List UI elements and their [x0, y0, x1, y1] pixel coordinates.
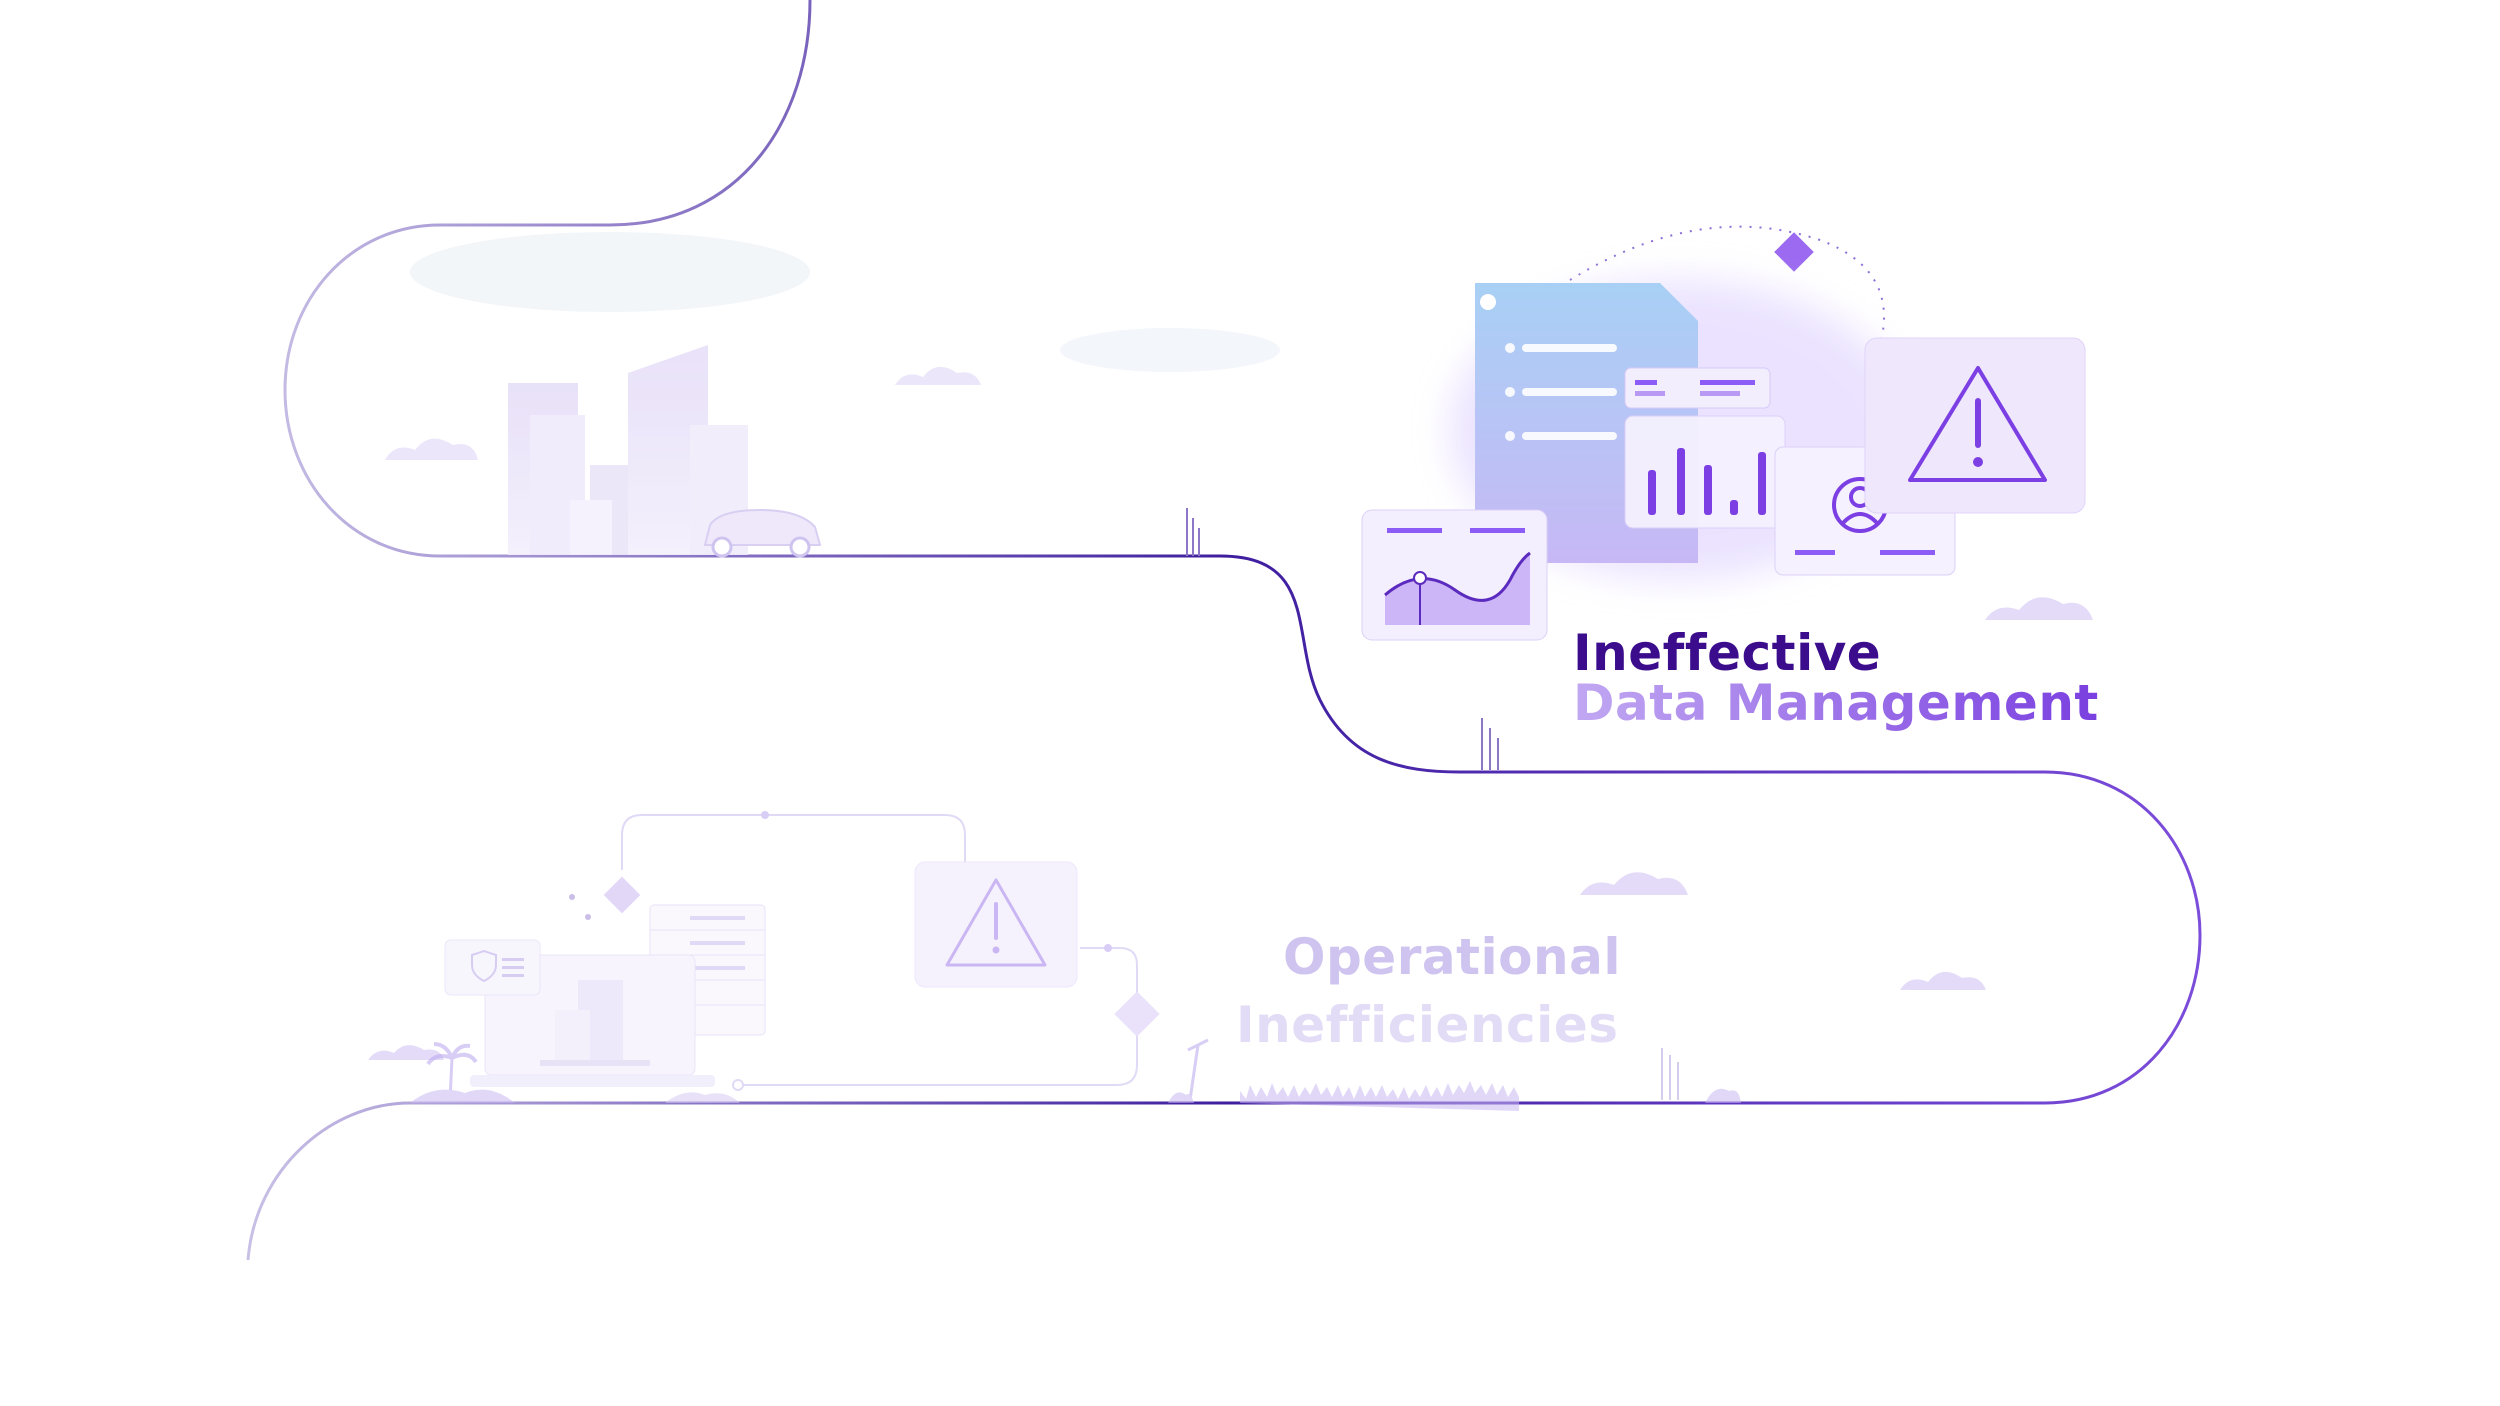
info-card: [1624, 367, 1771, 409]
road-markers: [1186, 508, 1679, 1100]
stage2-title-line1: Operational: [1283, 928, 1621, 986]
cloud-icon: [368, 1045, 444, 1060]
bg-blob: [410, 232, 810, 312]
diamond-node: [1774, 232, 1814, 272]
warning-card: [1864, 337, 2086, 514]
warning-icon: [1908, 366, 2047, 482]
cloud-icon: [1900, 971, 2000, 990]
city-buildings: [508, 345, 748, 555]
stage2-illustration: [410, 811, 1741, 1111]
cloud-icon: [895, 366, 1031, 385]
shield-icon: [444, 939, 541, 996]
stage1-title-line2: Data Management: [1573, 674, 2099, 732]
warning-card: [914, 861, 1078, 988]
stage2-title-line2: Inefficiencies: [1236, 996, 1619, 1054]
cloud-icon: [385, 438, 478, 460]
car-icon: [703, 508, 822, 558]
road-path: [246, 0, 2202, 1261]
stage1-title-line1: Ineffective: [1573, 624, 1882, 682]
cloud-icon: [1580, 872, 1718, 895]
cloud-icon: [1985, 597, 2123, 620]
line-chart-icon: [1361, 509, 1548, 641]
warning-icon: [945, 878, 1047, 967]
bg-blob: [1060, 328, 1280, 372]
bar-chart-icon: [1624, 415, 1786, 529]
